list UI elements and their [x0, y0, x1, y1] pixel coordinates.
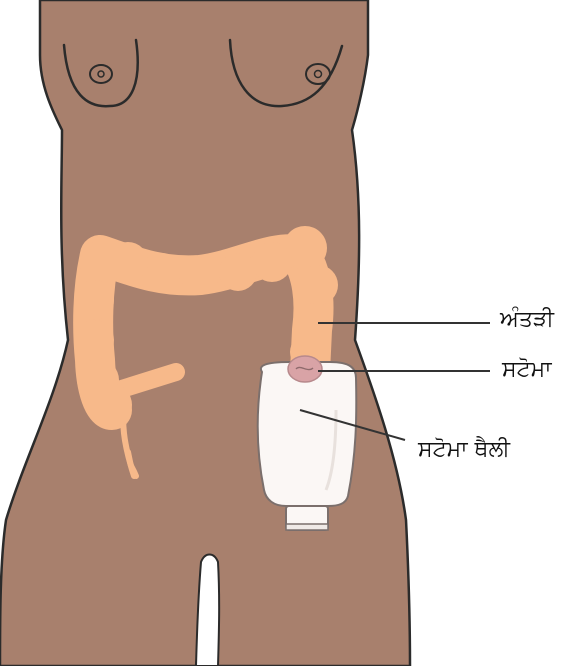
- label-stoma-pouch: ਸਟੋਮਾ ਥੈਲੀ: [418, 439, 510, 461]
- crotch-gap: [196, 555, 219, 666]
- label-intestine: ਅੰਤੜੀ: [500, 309, 554, 331]
- label-stoma: ਸਟੋਮਾ: [502, 359, 552, 381]
